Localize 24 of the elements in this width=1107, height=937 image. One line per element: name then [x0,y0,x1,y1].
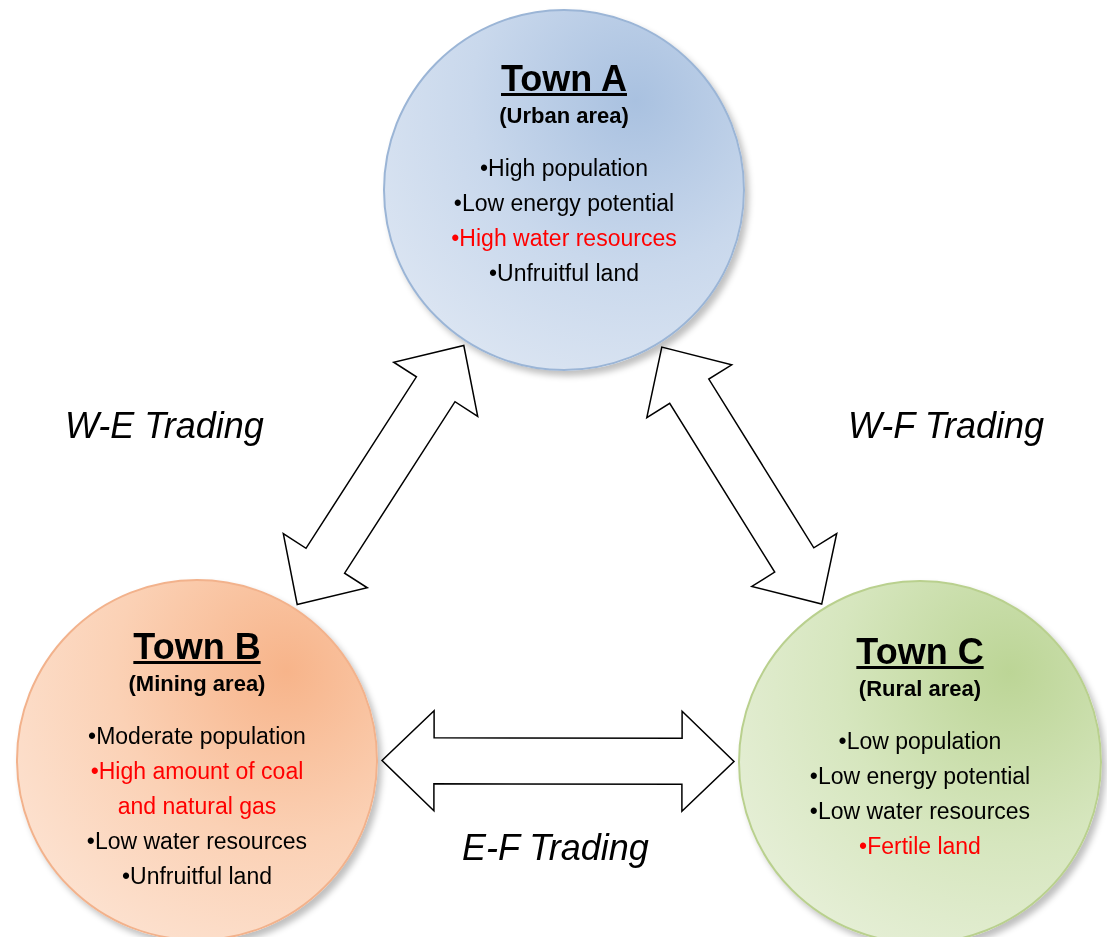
area-subtitle: (Urban area) [499,102,629,129]
bullet-item: •High population [480,153,648,183]
double-arrow [380,708,736,814]
edge-label: E-F Trading [462,827,649,869]
double-arrow [645,346,838,605]
area-subtitle: (Mining area) [128,670,266,697]
bullet-item: •Unfruitful land [489,258,639,288]
double-arrow [282,344,479,606]
bullet-item: •High amount of coal and natural gas [89,756,305,821]
area-subtitle: (Rural area) [858,675,982,702]
bullet-item: •Fertile land [859,831,981,861]
bullet-item: •Low energy potential [453,188,675,218]
bullet-item: •Unfruitful land [122,861,272,891]
edge-label: W-E Trading [65,405,264,447]
town-title: Town A [501,59,627,99]
bullet-item: •High water resources [451,223,677,253]
bullet-item: •Low water resources [809,796,1031,826]
town-title: Town C [856,632,984,672]
bullet-item: •Low population [838,726,1002,756]
bullet-item: •Low water resources [86,826,308,856]
edge-label: W-F Trading [848,405,1045,447]
bullet-item: •Moderate population [88,721,306,751]
town-title: Town B [133,627,261,667]
bullet-item: •Low energy potential [809,761,1031,791]
